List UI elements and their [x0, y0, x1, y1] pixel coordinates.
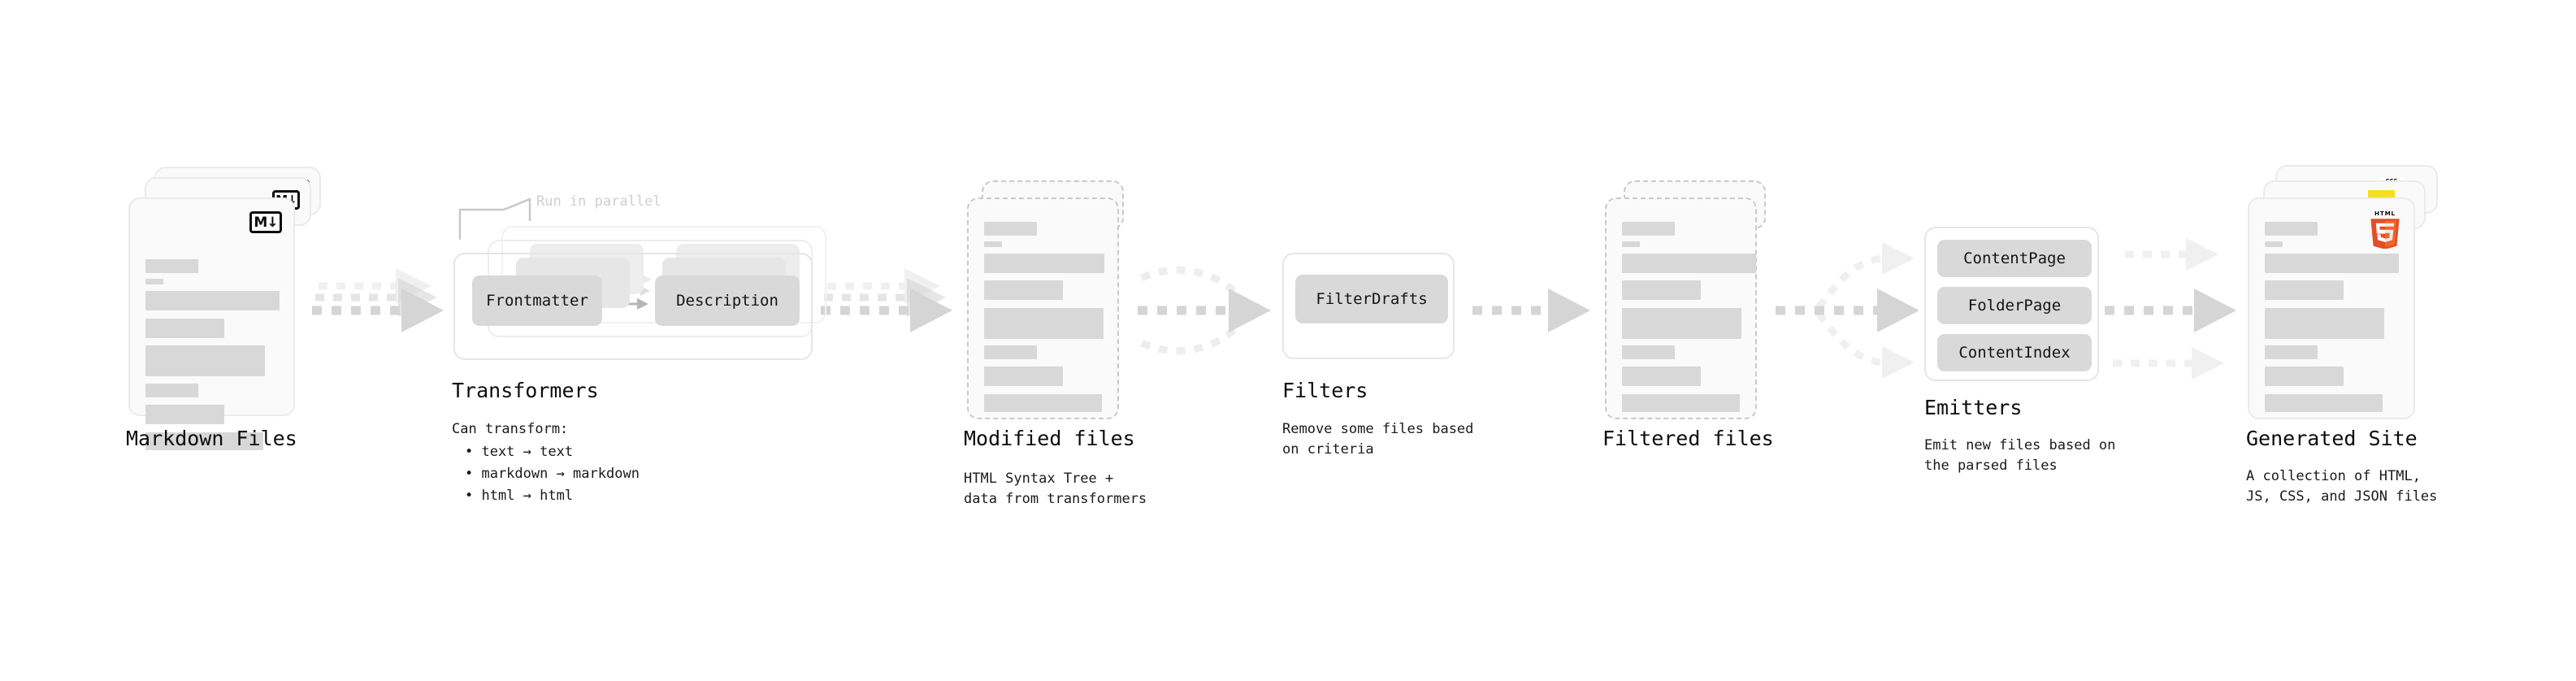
- caption-title-modified-files: Modified files: [964, 427, 1135, 450]
- doc-bar: [145, 279, 163, 284]
- emitter-node-contentindex[interactable]: ContentIndex: [1937, 334, 2092, 371]
- caption-body-emitters-line-1: the parsed files: [1924, 458, 2058, 474]
- doc-bar: [145, 259, 198, 273]
- doc-bar: [2265, 345, 2318, 359]
- markdown-card-front: M↓: [128, 197, 295, 450]
- filter-node-filterdrafts[interactable]: FilterDrafts: [1295, 275, 1448, 323]
- doc-bar: [984, 367, 1063, 386]
- transformer-node-frontmatter[interactable]: Frontmatter: [472, 275, 602, 326]
- caption-list-item-2: • html → html: [465, 488, 574, 504]
- site-card-front: HTML: [2248, 197, 2415, 419]
- doc-bar: [145, 405, 224, 424]
- doc-bar: [2265, 241, 2283, 247]
- doc-bar: [984, 394, 1102, 412]
- transformer-node-description[interactable]: Description: [655, 275, 800, 326]
- arrow-filters-to-filtered: [1472, 288, 1590, 332]
- caption-body-emitters-line-0: Emit new files based on: [1924, 437, 2116, 453]
- markdown-badge: M↓: [249, 211, 282, 233]
- caption-body-filters-line-1: on criteria: [1282, 441, 1374, 458]
- caption-body-transformers: Can transform:: [452, 421, 569, 437]
- caption-body-modified-files-line-1: data from transformers: [964, 491, 1147, 507]
- doc-bar: [1622, 280, 1701, 300]
- caption-title-emitters: Emitters: [1924, 396, 2023, 419]
- doc-bar: [1622, 308, 1741, 339]
- filtered-card-front: [1605, 197, 1757, 419]
- pill-label: ContentPage: [1963, 249, 2066, 267]
- doc-bar: [984, 254, 1104, 273]
- arrow-markdown-to-transformers: [312, 268, 444, 332]
- doc-bar: [145, 384, 198, 397]
- doc-bar: [984, 308, 1104, 339]
- markdown-badge-letter: M: [254, 214, 267, 231]
- caption-title-generated-site: Generated Site: [2246, 427, 2418, 450]
- emitter-node-contentpage[interactable]: ContentPage: [1937, 240, 2092, 277]
- doc-bar: [2265, 222, 2318, 236]
- doc-bar: [1622, 394, 1740, 412]
- doc-bar: [2265, 308, 2384, 339]
- arrow-transformers-to-modified: [821, 268, 952, 332]
- caption-body-filters-line-0: Remove some files based: [1282, 421, 1474, 437]
- caption-body-modified-files-line-0: HTML Syntax Tree +: [964, 471, 1114, 487]
- arrow-modified-to-filters: [1138, 266, 1271, 355]
- arrow-filtered-to-emitters: [1776, 242, 1919, 379]
- modified-card-front: [967, 197, 1119, 419]
- doc-bar: [984, 241, 1002, 247]
- svg-text:HTML: HTML: [2374, 210, 2396, 217]
- pill-label: ContentIndex: [1958, 344, 2071, 362]
- doc-bar: [2265, 394, 2383, 412]
- doc-bar: [145, 432, 263, 450]
- transformer-panel-front: Frontmatter Description: [453, 253, 813, 360]
- doc-bar: [1622, 241, 1640, 247]
- filters-panel: FilterDrafts: [1282, 253, 1455, 359]
- doc-bar: [984, 345, 1037, 359]
- doc-bar: [1622, 345, 1675, 359]
- html5-logo-icon: HTML: [2368, 210, 2402, 249]
- caption-title-filters: Filters: [1282, 379, 1368, 402]
- doc-bar: [2265, 254, 2399, 273]
- markdown-badge-arrow-icon: ↓: [267, 214, 278, 231]
- caption-title-transformers: Transformers: [452, 379, 599, 402]
- emitter-node-folderpage[interactable]: FolderPage: [1937, 287, 2092, 324]
- doc-bar: [984, 222, 1037, 236]
- doc-bar: [145, 291, 280, 310]
- doc-bar: [1622, 222, 1675, 236]
- doc-bar: [984, 280, 1063, 300]
- doc-bar: [145, 345, 265, 376]
- caption-body-generated-site-line-0: A collection of HTML,: [2246, 468, 2421, 484]
- emitters-panel: ContentPage FolderPage ContentIndex: [1924, 227, 2099, 381]
- caption-list-item-0: • text → text: [465, 444, 574, 460]
- caption-title-filtered-files: Filtered files: [1602, 427, 1774, 450]
- doc-bar: [2265, 280, 2344, 300]
- pill-label: Description: [676, 292, 778, 310]
- pill-label: FolderPage: [1967, 297, 2062, 314]
- caption-body-generated-site-line-1: JS, CSS, and JSON files: [2246, 488, 2438, 505]
- doc-bar: [145, 319, 224, 338]
- run-in-parallel-label: Run in parallel: [536, 193, 661, 210]
- doc-bar: [1622, 254, 1756, 273]
- doc-bar: [2265, 367, 2344, 386]
- arrow-emitters-to-site: [2105, 238, 2236, 380]
- pill-label: Frontmatter: [486, 292, 588, 310]
- caption-list-item-1: • markdown → markdown: [465, 466, 640, 482]
- caption-title-markdown-files: Markdown Files: [126, 427, 297, 450]
- pill-label: FilterDrafts: [1316, 290, 1428, 308]
- doc-bar: [1622, 367, 1701, 386]
